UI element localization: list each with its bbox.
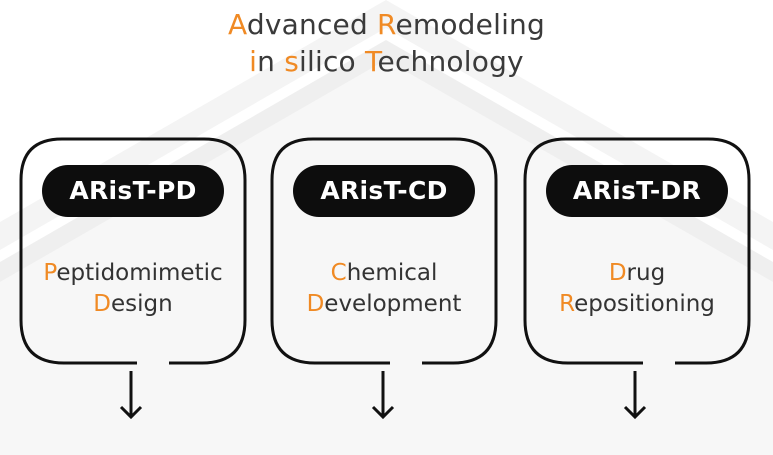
title-line-2: in silico Technology [0, 44, 773, 80]
text-run: rug [626, 260, 666, 286]
accent-letter: D [306, 291, 325, 317]
text-run: dvanced [246, 8, 378, 41]
accent-letter: P [43, 260, 57, 286]
card-outline [523, 137, 751, 420]
description-line: Drug [523, 258, 751, 289]
title-line-1: Advanced Remodeling [0, 7, 773, 43]
description-line: Chemical [270, 258, 498, 289]
text-run: esign [111, 291, 173, 317]
text-run: emodeling [395, 8, 545, 41]
description-line: Design [19, 289, 247, 320]
card-outline [270, 137, 498, 420]
card-label-pill: ARisT-PD [42, 165, 224, 217]
accent-letter: C [330, 260, 347, 286]
accent-letter: R [559, 291, 575, 317]
accent-letter: T [364, 45, 378, 78]
text-run: n [257, 45, 285, 78]
text-run: eptidomimetic [56, 260, 223, 286]
text-run: echnology [377, 45, 524, 78]
accent-letter: i [249, 45, 258, 78]
text-run: epositioning [574, 291, 715, 317]
accent-letter: R [377, 8, 396, 41]
description-line: Development [270, 289, 498, 320]
text-run: evelopment [324, 291, 462, 317]
text-run: ilico [299, 45, 365, 78]
accent-letter: A [228, 8, 247, 41]
card-label-pill: ARisT-CD [293, 165, 475, 217]
accent-letter: D [608, 260, 627, 286]
card-label-pill: ARisT-DR [546, 165, 728, 217]
text-run: hemical [346, 260, 438, 286]
card-outline [19, 137, 247, 420]
description-line: Repositioning [523, 289, 751, 320]
accent-letter: D [93, 291, 111, 317]
accent-letter: s [284, 45, 299, 78]
description-line: Peptidomimetic [19, 258, 247, 289]
